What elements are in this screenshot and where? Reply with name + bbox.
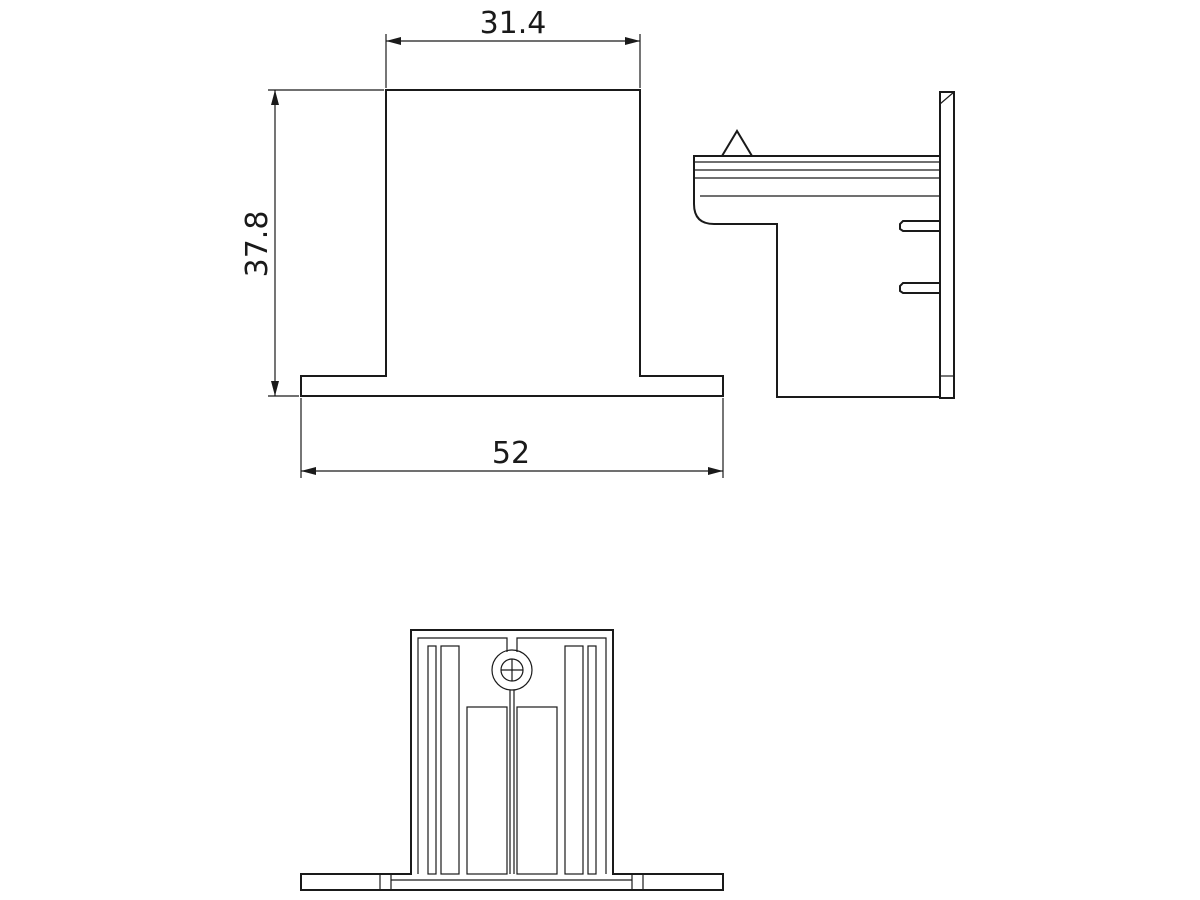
dimension-top-width: 31.4 — [385, 6, 641, 88]
dimension-height: 37.8 — [240, 89, 384, 397]
front-view — [300, 89, 724, 397]
dimension-label-top-width: 31.4 — [480, 6, 547, 41]
dimension-label-height: 37.8 — [240, 211, 275, 278]
screw-icon — [491, 649, 533, 691]
side-view — [693, 91, 955, 399]
dimension-base-width: 52 — [300, 398, 724, 478]
dimension-label-base-width: 52 — [492, 436, 530, 471]
end-view — [300, 629, 724, 891]
